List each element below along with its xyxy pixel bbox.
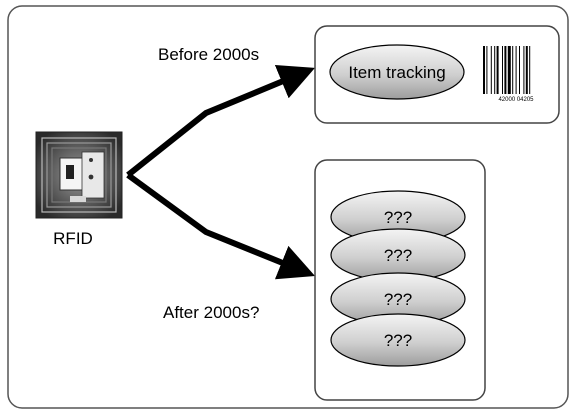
branch-arrows [126, 65, 316, 280]
arrow-after [126, 172, 316, 280]
arrow-before [126, 65, 315, 178]
unknown-item-4-label: ??? [384, 331, 412, 350]
unknown-item-4: ??? [330, 313, 466, 367]
unknown-item-1-label: ??? [384, 208, 412, 227]
item-tracking-ellipse [329, 44, 465, 100]
before-2000s-label: Before 2000s [158, 45, 259, 64]
after-2000s-label: After 2000s? [163, 303, 259, 322]
item-tracking-label: Item tracking [348, 63, 445, 82]
rfid-label: RFID [53, 229, 93, 248]
barcode-icon [483, 46, 531, 94]
unknown-item-2-label: ??? [384, 246, 412, 265]
barcode-digits: 42000 04205 [498, 97, 534, 103]
unknown-item-1: ??? [330, 190, 466, 244]
unknown-item-3: ??? [330, 272, 466, 326]
unknown-item-3-label: ??? [384, 290, 412, 309]
rfid-tag-icon [35, 131, 123, 219]
